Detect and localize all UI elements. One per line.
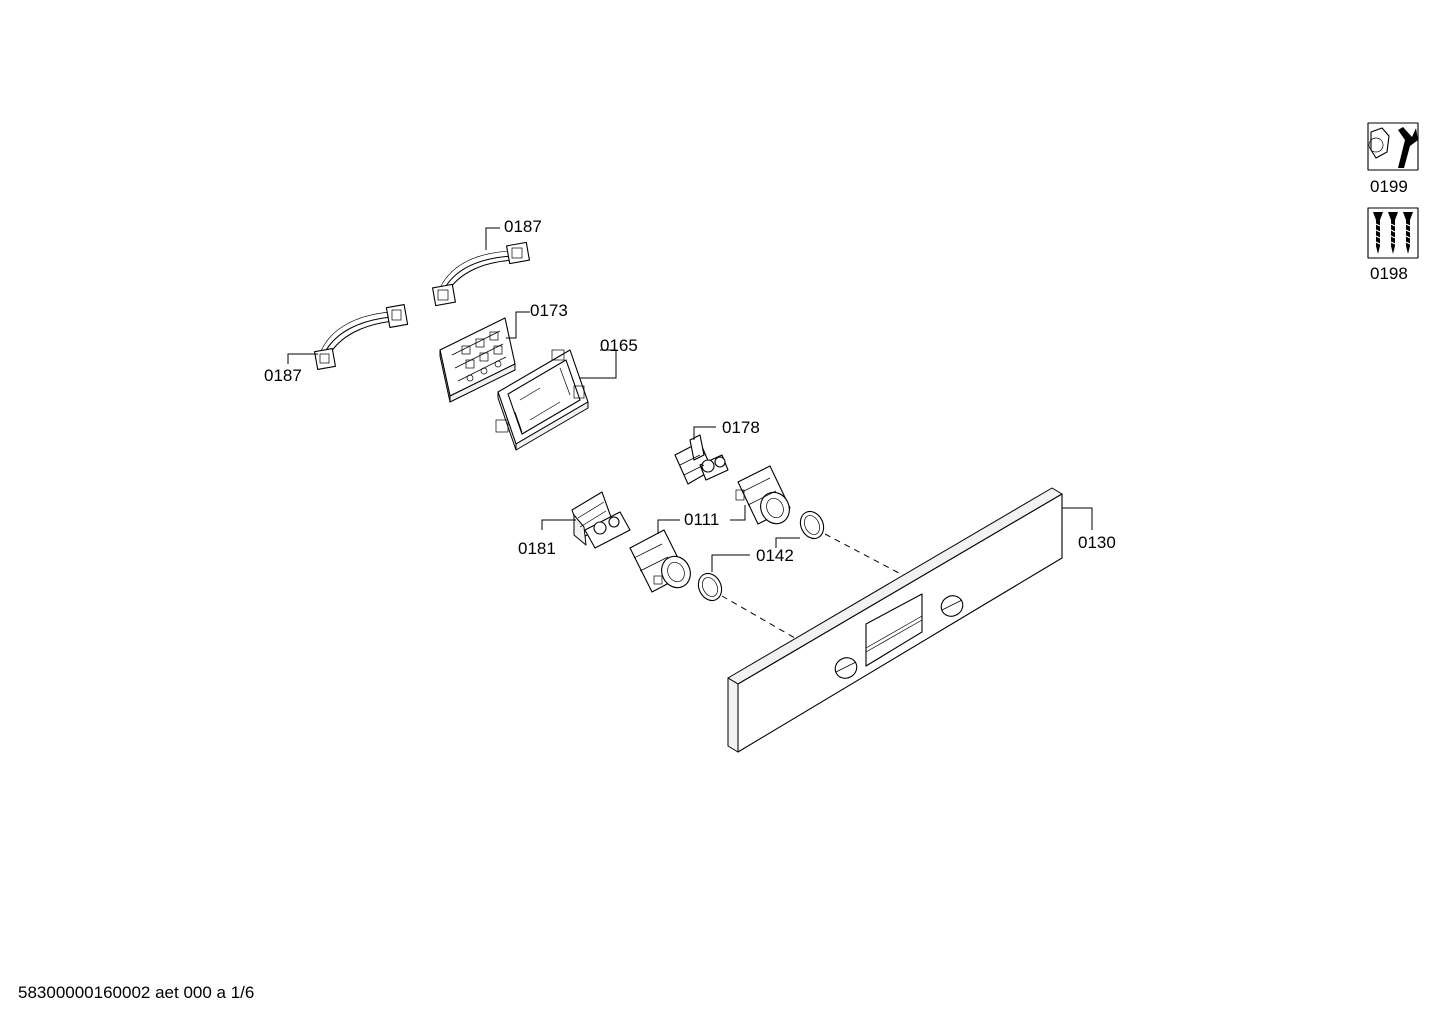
part-0173-board[interactable]: 0173 [439, 301, 568, 403]
part-0181-bracket[interactable]: 0181 [518, 491, 631, 558]
part-0199-group[interactable]: 0199 [1367, 122, 1419, 196]
part-label-0178: 0178 [722, 418, 760, 437]
part-0165-frame[interactable]: 0165 [495, 336, 638, 451]
part-label-0165: 0165 [600, 336, 638, 355]
part-label-0198: 0198 [1370, 264, 1408, 283]
knob-hole-right [940, 595, 964, 617]
knob-hole-left [834, 657, 858, 679]
part-label-0173: 0173 [530, 301, 568, 320]
part-0187-upper[interactable]: 0187 [432, 217, 542, 307]
wrench-nut-icon [1367, 122, 1419, 171]
part-0142-ring-upper[interactable] [796, 508, 828, 543]
part-0187-lower[interactable]: 0187 [264, 304, 409, 385]
drawing-reference-footer: 58300000160002 aet 000 a 1/6 [18, 983, 254, 1002]
part-0111-encoder-lower[interactable]: 0111 [629, 505, 746, 593]
part-label-0111: 0111 [684, 510, 719, 529]
part-0178-bracket[interactable]: 0178 [674, 418, 760, 485]
part-label-0187-upper: 0187 [504, 217, 542, 236]
part-label-0181: 0181 [518, 539, 556, 558]
part-0198-group[interactable]: 0198 [1367, 207, 1419, 283]
part-label-0187-lower: 0187 [264, 366, 302, 385]
part-label-0142: 0142 [756, 546, 794, 565]
part-0142-ring-lower[interactable]: 0142 [694, 537, 800, 604]
part-0130-control-panel[interactable]: 0130 [727, 487, 1116, 753]
part-0111-encoder-upper[interactable] [735, 465, 794, 528]
screws-icon [1367, 207, 1419, 259]
display-window [865, 593, 923, 667]
part-label-0130: 0130 [1078, 533, 1116, 552]
part-label-0199: 0199 [1370, 177, 1408, 196]
